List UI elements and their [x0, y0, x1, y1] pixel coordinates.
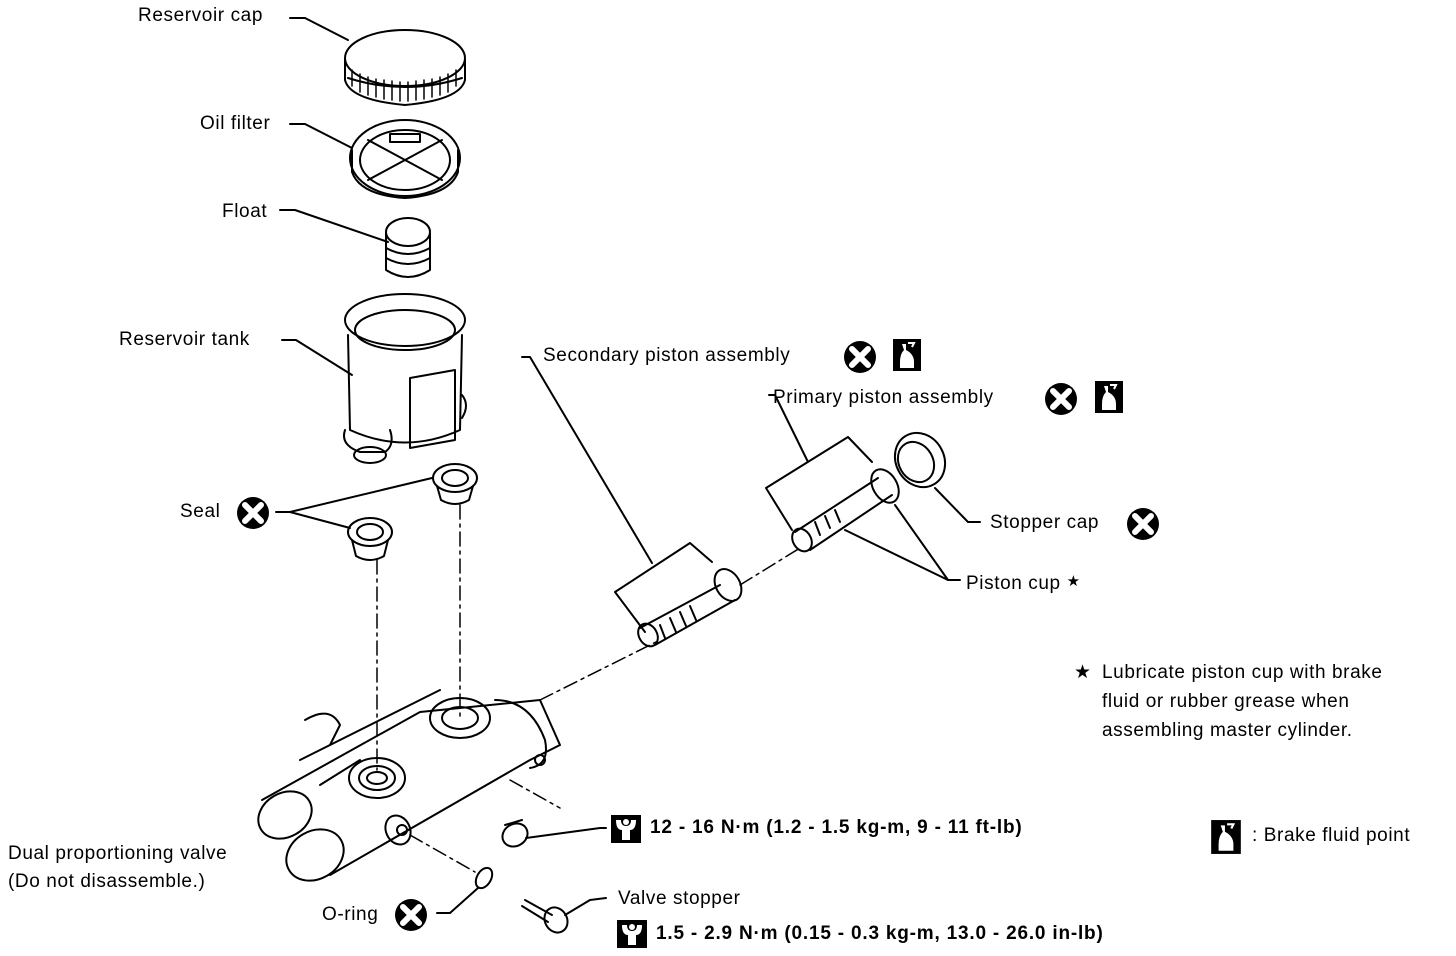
label-o-ring: O-ring: [322, 904, 379, 925]
master-cylinder-body-part: [257, 689, 561, 882]
primary-piston-part: [765, 394, 900, 553]
label-oil-filter: Oil filter: [200, 113, 271, 134]
replace-part-icon: [237, 497, 269, 529]
label-primary-piston: Primary piston assembly: [773, 387, 994, 408]
note-line-1: Lubricate piston cup with brake: [1102, 662, 1383, 683]
replace-part-icon: [1045, 383, 1077, 415]
label-secondary-piston: Secondary piston assembly: [543, 345, 791, 366]
seal-parts: [275, 463, 478, 561]
label-float: Float: [222, 201, 268, 222]
oil-filter-part: [289, 119, 461, 199]
note-star-icon: ★: [1074, 662, 1092, 683]
star-icon: ★: [1066, 573, 1081, 590]
fitting-part: [501, 819, 607, 848]
reservoir-cap-part: [289, 17, 466, 106]
torque-spec-fitting: 12 - 16 N·m (1.2 - 1.5 kg-m, 9 - 11 ft-l…: [650, 817, 1023, 838]
torque-wrench-icon: [611, 815, 641, 843]
label-dual-proportioning-valve: Dual proportioning valve (Do not disasse…: [8, 840, 227, 896]
o-ring-part: [474, 866, 494, 890]
note-line-2: fluid or rubber grease when: [1102, 691, 1350, 712]
lubrication-note: Lubricate piston cup with brake fluid or…: [1102, 658, 1383, 745]
label-reservoir-tank: Reservoir tank: [119, 329, 250, 350]
label-stopper-cap: Stopper cap: [990, 512, 1100, 533]
reservoir-tank-part: [281, 293, 467, 464]
o-ring-leader: [436, 887, 479, 914]
secondary-piston-part: [521, 356, 743, 648]
label-reservoir-cap: Reservoir cap: [138, 5, 264, 26]
float-part: [279, 209, 431, 278]
replace-part-icon: [395, 899, 427, 931]
alignment-lines: [376, 504, 801, 873]
dual-valve-line-2: (Do not disassemble.): [8, 871, 206, 892]
brake-fluid-icon: [893, 339, 921, 371]
legend-brake-fluid-point: : Brake fluid point: [1252, 825, 1411, 846]
label-piston-cup: Piston cup ★: [966, 574, 1081, 593]
brake-fluid-icon: [1211, 820, 1241, 854]
note-line-3: assembling master cylinder.: [1102, 720, 1353, 741]
piston-cup-leader: [844, 504, 961, 581]
label-seal: Seal: [180, 501, 221, 522]
dual-valve-line-1: Dual proportioning valve: [8, 843, 228, 864]
brake-fluid-icon: [1095, 381, 1123, 413]
torque-spec-valve-stopper: 1.5 - 2.9 N·m (0.15 - 0.3 kg-m, 13.0 - 2…: [656, 923, 1104, 944]
replace-part-icon: [1127, 508, 1159, 540]
piston-cup-text: Piston cup: [966, 573, 1061, 594]
torque-wrench-icon: [617, 920, 647, 948]
label-valve-stopper: Valve stopper: [618, 888, 741, 909]
replace-part-icon: [844, 341, 876, 373]
valve-stopper-part: [521, 897, 607, 934]
stopper-cap-part: [893, 431, 981, 523]
